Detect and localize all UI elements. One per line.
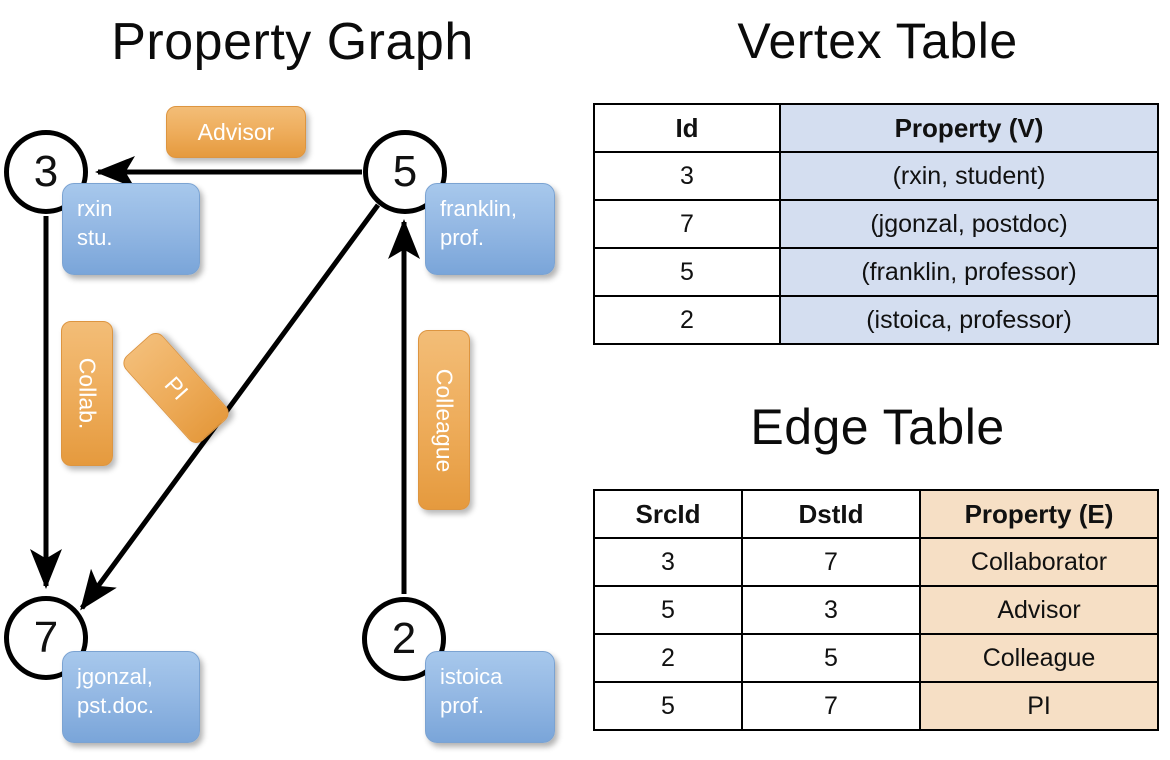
edge-table: SrcId DstId Property (E) 3 7 Collaborato… <box>593 489 1159 731</box>
edge-cell-srcid: 2 <box>593 633 743 683</box>
node-property-name-franklin: franklin, <box>440 196 518 221</box>
edge-cell-srcid: 5 <box>593 681 743 731</box>
edge-table-header-row: SrcId DstId Property (E) <box>593 489 1159 539</box>
vertex-cell-property: (jgonzal, postdoc) <box>779 199 1159 249</box>
vertex-table: Id Property (V) 3 (rxin, student) 7 (jgo… <box>593 103 1159 345</box>
node-property-role-istoica: prof. <box>440 693 485 719</box>
page-title-property-graph: Property Graph <box>111 13 474 71</box>
property-graph-canvas: 3 5 7 2 rxin stu. franklin, prof. jgonza… <box>4 106 555 743</box>
vertex-cell-id: 5 <box>593 247 781 297</box>
edge-cell-dstid: 3 <box>741 585 921 635</box>
node-property-box-franklin[interactable]: franklin, prof. <box>425 183 555 275</box>
table-row[interactable]: 2 (istoica, professor) <box>593 295 1159 345</box>
node-property-name-rxin: rxin <box>77 196 113 221</box>
table-row[interactable]: 3 7 Collaborator <box>593 537 1159 587</box>
table-row[interactable]: 5 3 Advisor <box>593 585 1159 635</box>
edge-label-collab[interactable]: Collab. <box>61 321 113 466</box>
edge-label-pi-text: PI <box>159 370 194 405</box>
graph-node-5[interactable]: 5 <box>363 130 447 214</box>
page-title-edge-table: Edge Table <box>750 399 1005 455</box>
node-property-role-rxin: stu. <box>77 225 113 251</box>
vertex-cell-id: 2 <box>593 295 781 345</box>
page-title-vertex-table: Vertex Table <box>737 13 1018 69</box>
edge-cell-property: Collaborator <box>919 537 1159 587</box>
table-row[interactable]: 2 5 Colleague <box>593 633 1159 683</box>
node-property-name-jgonzal: jgonzal, <box>77 664 153 689</box>
vertex-table-header-row: Id Property (V) <box>593 103 1159 153</box>
table-row[interactable]: 5 7 PI <box>593 681 1159 731</box>
edge-label-colleague[interactable]: Colleague <box>418 330 470 510</box>
vertex-table-header-property: Property (V) <box>779 103 1159 153</box>
vertex-table-header-id: Id <box>593 103 781 153</box>
edge-5-to-7 <box>79 203 381 611</box>
edge-table-header-property: Property (E) <box>919 489 1159 539</box>
graph-edge-lines <box>30 156 420 611</box>
node-property-box-istoica[interactable]: istoica prof. <box>425 651 555 743</box>
graph-node-2[interactable]: 2 <box>362 597 446 681</box>
node-property-box-jgonzal[interactable]: jgonzal, pst.doc. <box>62 651 200 743</box>
node-property-name-istoica: istoica <box>440 664 503 689</box>
table-row[interactable]: 3 (rxin, student) <box>593 151 1159 201</box>
edge-table-header-dstid: DstId <box>741 489 921 539</box>
edge-label-advisor[interactable]: Advisor <box>166 106 306 158</box>
vertex-cell-id: 3 <box>593 151 781 201</box>
table-row[interactable]: 5 (franklin, professor) <box>593 247 1159 297</box>
edge-cell-dstid: 7 <box>741 537 921 587</box>
vertex-cell-property: (franklin, professor) <box>779 247 1159 297</box>
node-property-box-rxin[interactable]: rxin stu. <box>62 183 200 275</box>
edge-cell-dstid: 7 <box>741 681 921 731</box>
node-property-role-franklin: prof. <box>440 225 485 251</box>
edge-cell-property: PI <box>919 681 1159 731</box>
edge-cell-srcid: 5 <box>593 585 743 635</box>
edge-cell-property: Advisor <box>919 585 1159 635</box>
table-row[interactable]: 7 (jgonzal, postdoc) <box>593 199 1159 249</box>
vertex-cell-id: 7 <box>593 199 781 249</box>
edge-cell-srcid: 3 <box>593 537 743 587</box>
edge-label-colleague-text: Colleague <box>431 368 458 472</box>
vertex-cell-property: (rxin, student) <box>779 151 1159 201</box>
node-property-role-jgonzal: pst.doc. <box>77 693 155 719</box>
edge-cell-property: Colleague <box>919 633 1159 683</box>
vertex-cell-property: (istoica, professor) <box>779 295 1159 345</box>
edge-label-advisor-text: Advisor <box>197 118 275 145</box>
edge-cell-dstid: 5 <box>741 633 921 683</box>
edge-table-header-srcid: SrcId <box>593 489 743 539</box>
edge-label-collab-text: Collab. <box>74 357 101 430</box>
